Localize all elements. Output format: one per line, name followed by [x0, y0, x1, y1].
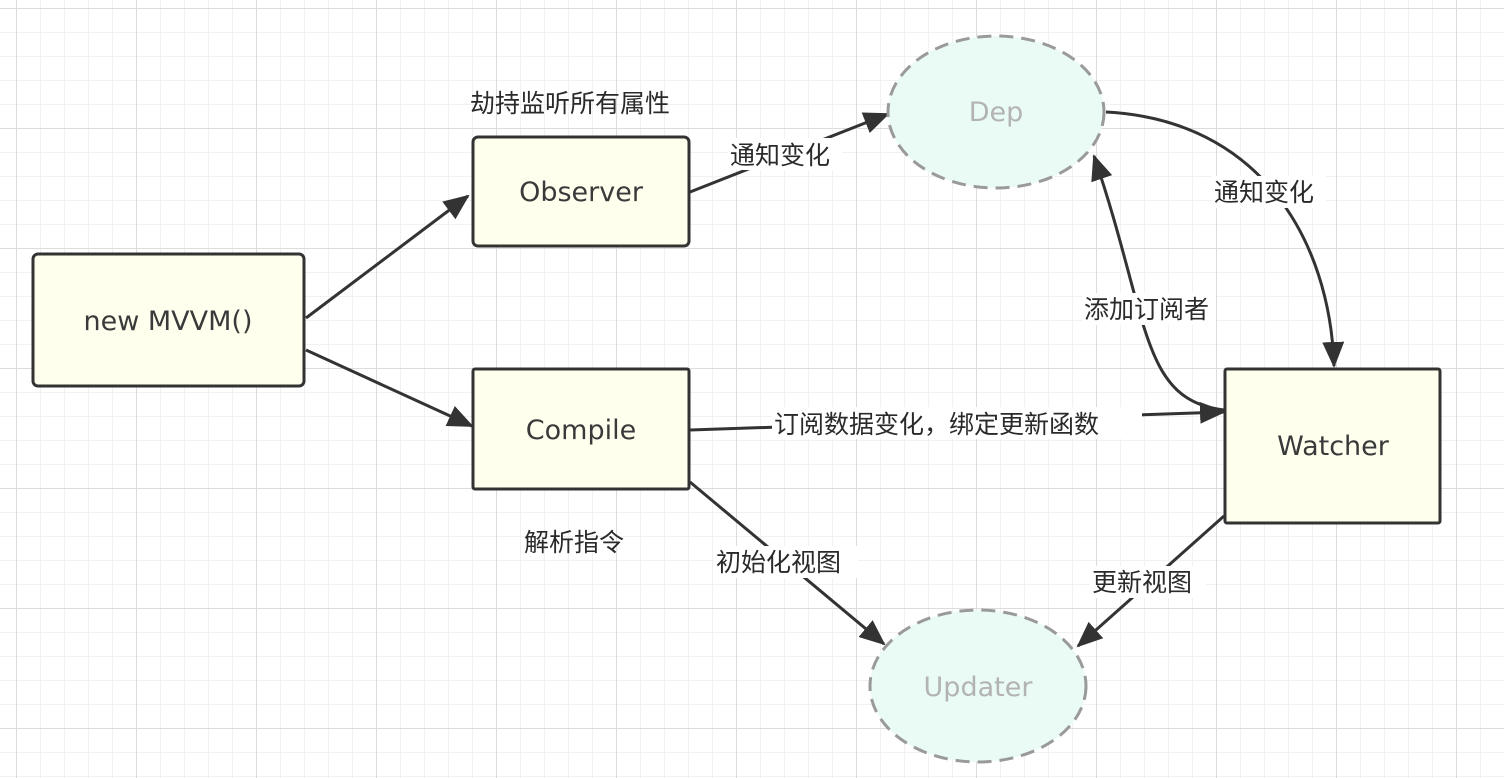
node-observer[interactable]: Observer: [471, 135, 691, 248]
node-new-mvvm-label: new MVVM(): [84, 306, 253, 337]
label-watcher-updater: 更新视图: [1090, 566, 1206, 598]
edge-dep-watcher: [1105, 110, 1345, 368]
label-compile-updater: 初始化视图: [714, 546, 858, 578]
node-compile[interactable]: Compile: [471, 367, 691, 491]
node-watcher-box: [1223, 367, 1442, 525]
label-compile-watcher-text: 订阅数据变化，绑定更新函数: [774, 410, 1099, 439]
node-watcher[interactable]: Watcher: [1223, 367, 1442, 525]
node-new-mvvm-box: [31, 252, 306, 388]
node-compile-box: [471, 367, 691, 491]
label-compile-watcher: 订阅数据变化，绑定更新函数: [772, 407, 1142, 439]
node-updater-label: Updater: [924, 672, 1034, 703]
label-observer-dep: 通知变化: [728, 138, 842, 170]
edge-mvvm-compile: [305, 348, 474, 428]
edge-mvvm-observer: [305, 194, 470, 320]
node-observer-box: [471, 135, 691, 248]
node-updater[interactable]: Updater: [868, 608, 1088, 764]
node-dep-ellipse: [886, 34, 1106, 190]
label-dep-watcher-text: 通知变化: [1214, 178, 1314, 207]
label-compile-updater-text: 初始化视图: [716, 548, 841, 577]
label-watcher-updater-text: 更新视图: [1092, 568, 1192, 597]
compile-caption: 解析指令: [524, 528, 624, 557]
node-new-mvvm[interactable]: new MVVM(): [31, 252, 306, 388]
label-dep-watcher: 通知变化: [1212, 176, 1326, 208]
node-observer-label: Observer: [519, 177, 644, 208]
node-dep-label: Dep: [969, 97, 1024, 128]
node-dep[interactable]: Dep: [886, 34, 1106, 190]
node-compile-label: Compile: [526, 415, 636, 446]
node-watcher-label: Watcher: [1277, 431, 1390, 462]
label-observer-dep-text: 通知变化: [730, 141, 830, 170]
label-watcher-dep-text: 添加订阅者: [1084, 295, 1209, 324]
edge-watcher-dep: [1091, 154, 1225, 412]
node-updater-ellipse: [868, 608, 1088, 764]
observer-caption: 劫持监听所有属性: [470, 89, 670, 118]
label-watcher-dep: 添加订阅者: [1082, 293, 1216, 325]
